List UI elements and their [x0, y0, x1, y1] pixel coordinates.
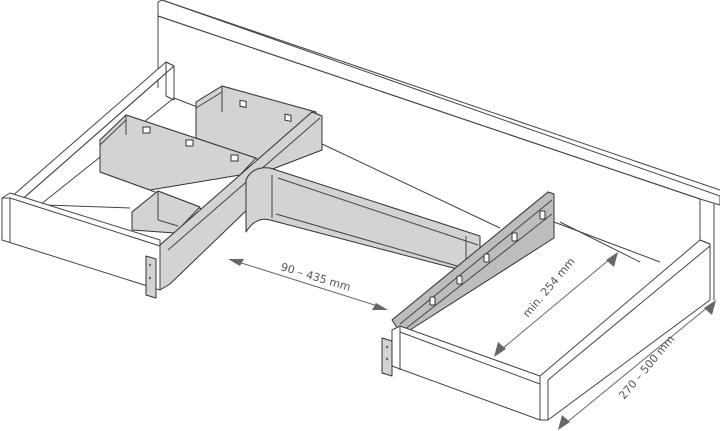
- right-front-panel: [391, 239, 711, 421]
- t-divider-crossbar: [245, 167, 481, 276]
- t-divider-spine: [159, 111, 323, 291]
- left-mounting-bracket: [145, 255, 157, 299]
- right-mounting-bracket: [381, 337, 393, 377]
- small-compartment: [131, 190, 201, 234]
- left-front-panel: [1, 192, 161, 291]
- dimension-divider-span: 90 – 435 mm: [228, 259, 388, 310]
- dimension-label-divider-span: 90 – 435 mm: [279, 260, 352, 294]
